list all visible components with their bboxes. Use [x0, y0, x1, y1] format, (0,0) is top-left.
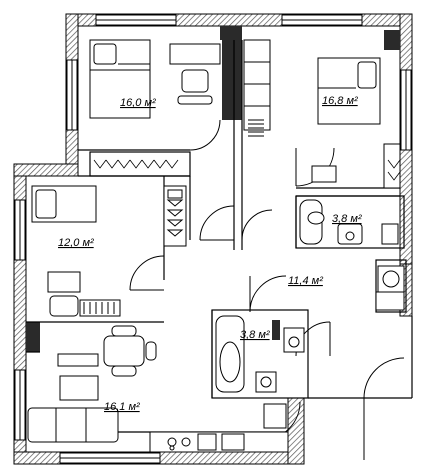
room-area-bedroom-left: 12,0 м²	[58, 237, 94, 249]
wardrobe-shelves	[93, 159, 401, 181]
room-area-bedroom-top-right: 16,8 м²	[322, 95, 358, 107]
room-area-hallway: 11,4 м²	[288, 275, 323, 287]
partitions	[26, 40, 413, 433]
area-labels: 16,0 м² 16,8 м² 3,8 м² 12,0 м² 11,4 м² 3…	[58, 95, 362, 413]
room-area-bathroom-bottom: 3,8 м²	[240, 329, 270, 341]
room-area-bathroom-top: 3,8 м²	[332, 213, 362, 225]
room-area-bedroom-top-left: 16,0 м²	[120, 97, 156, 109]
room-area-living-kitchen: 16,1 м²	[104, 401, 140, 413]
interior-walls	[26, 26, 400, 352]
windows	[14, 14, 412, 464]
furniture	[27, 39, 405, 453]
